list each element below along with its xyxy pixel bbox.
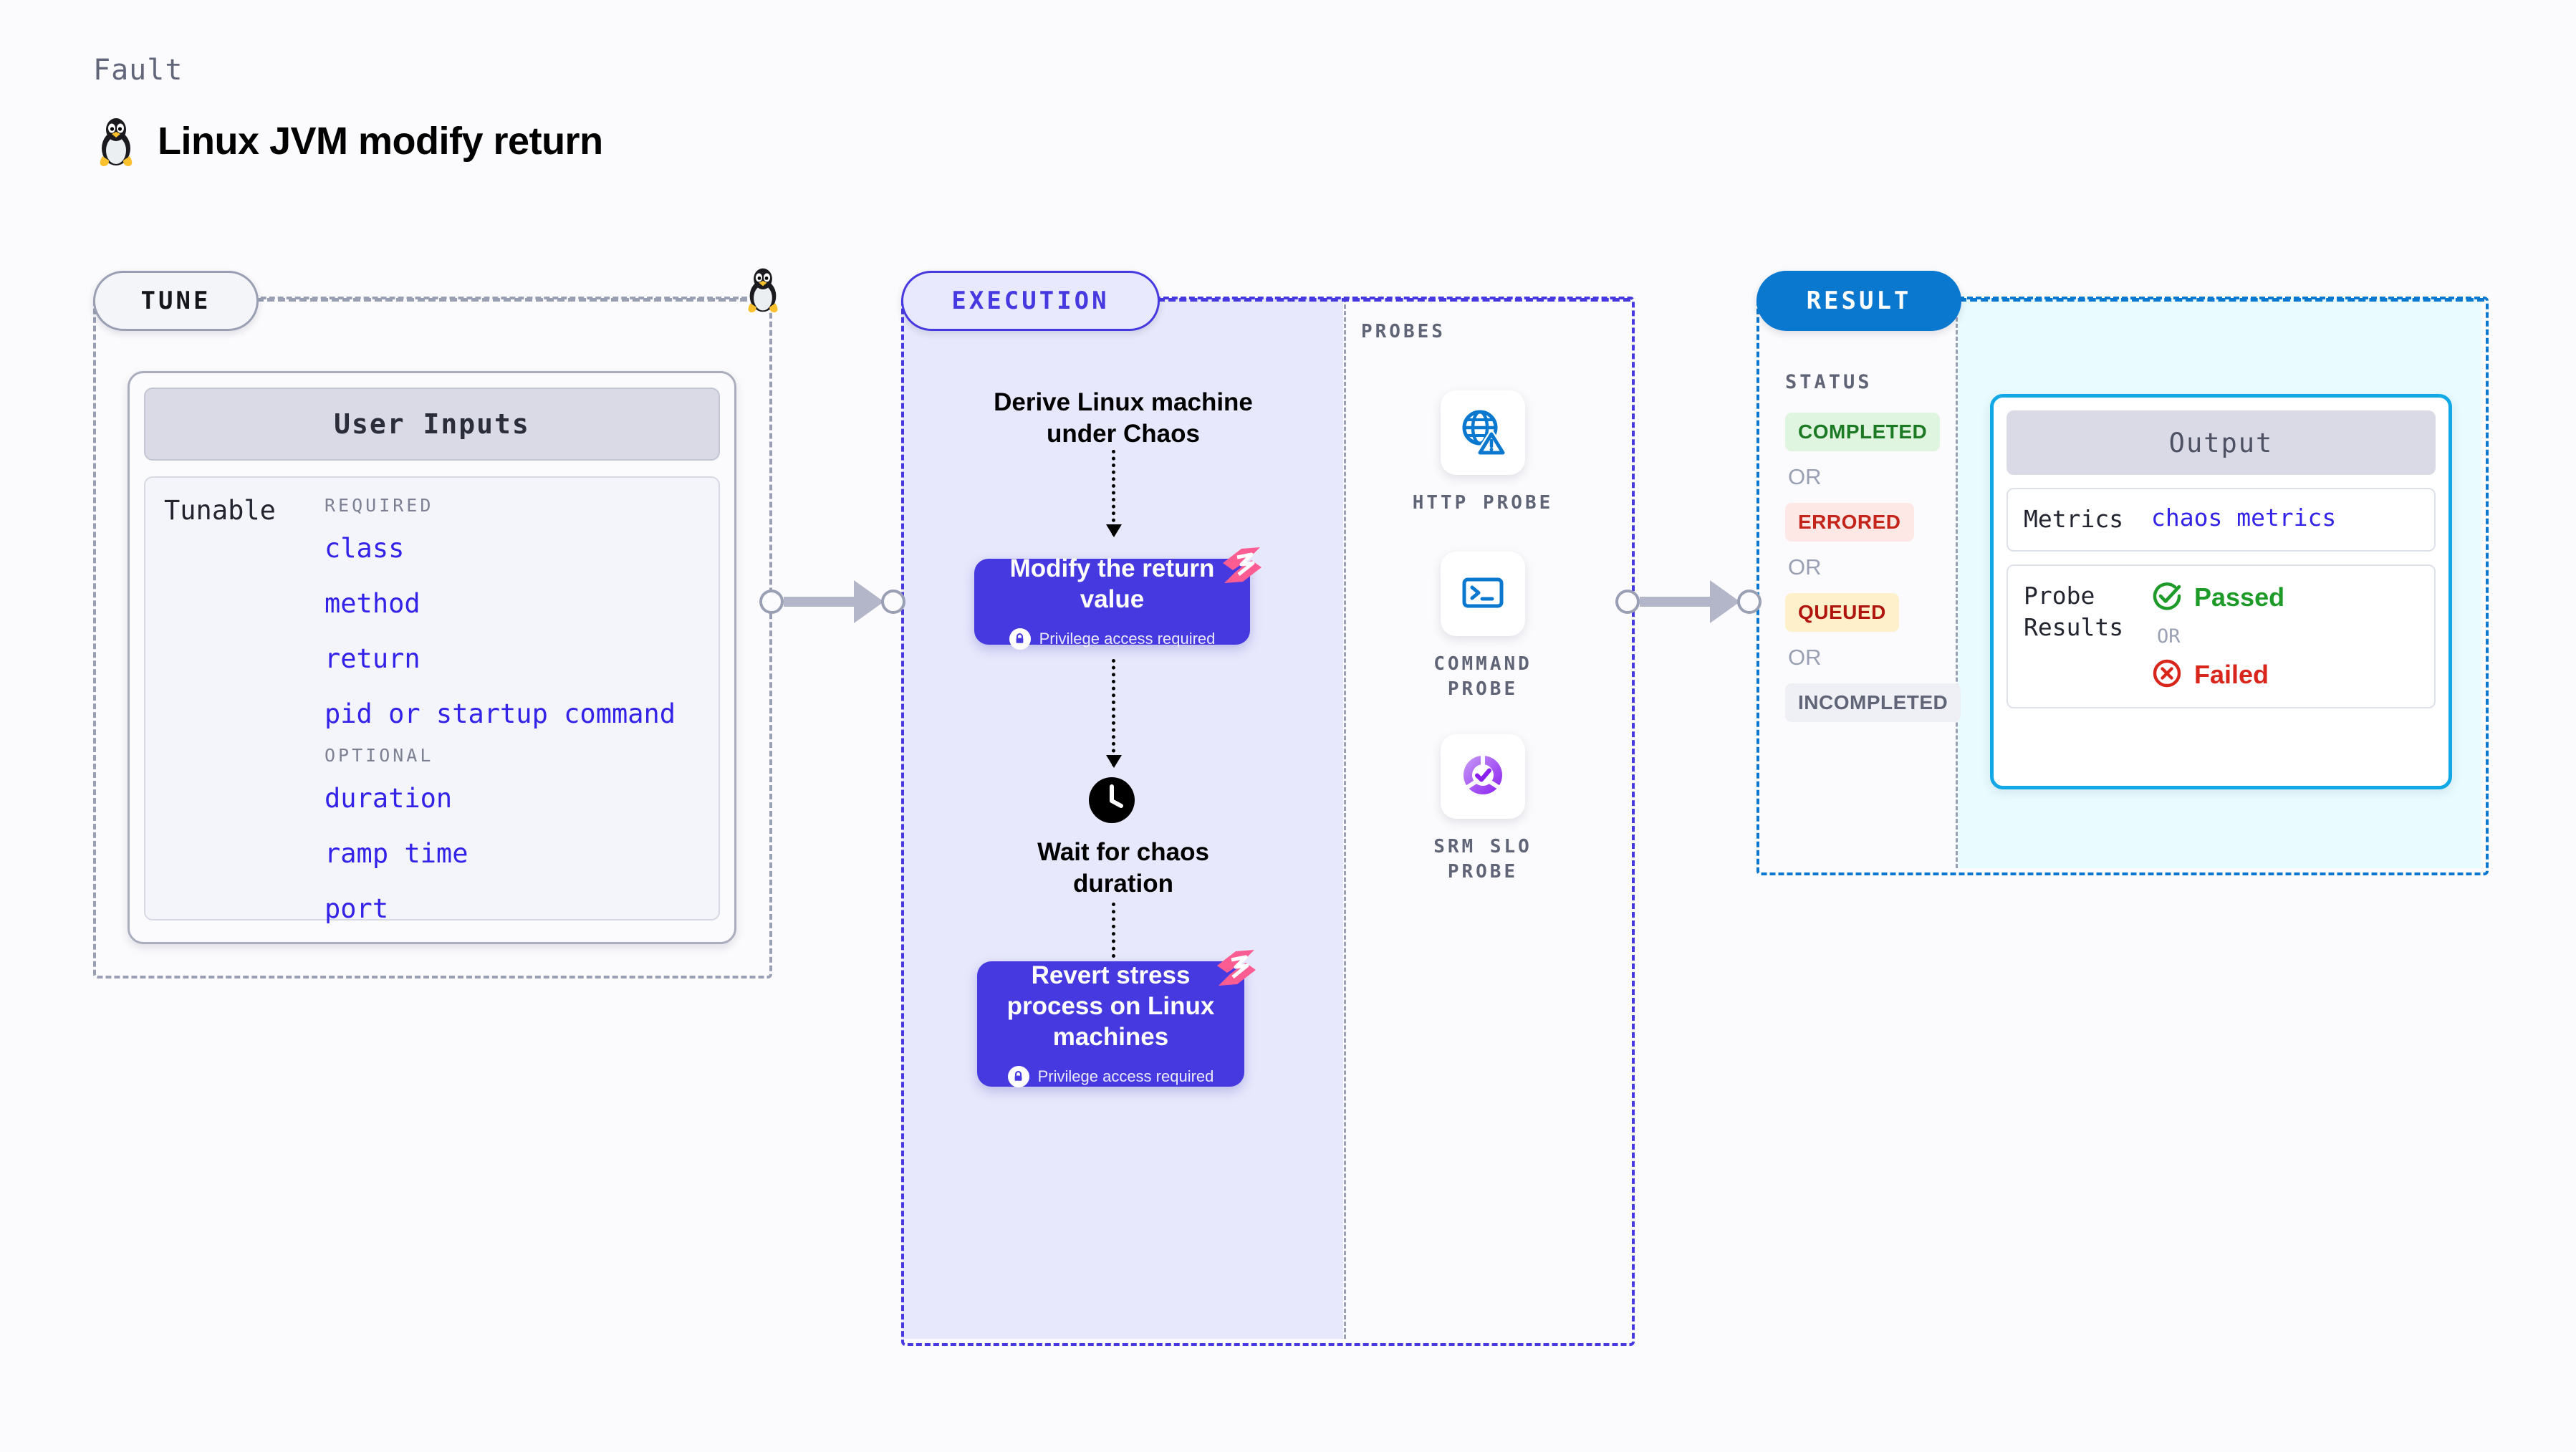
probe-tile xyxy=(1441,734,1525,819)
failed-label: Failed xyxy=(2194,660,2269,690)
execution-pill[interactable]: EXECUTION xyxy=(901,271,1160,331)
status-list: COMPLETED OR ERRORED OR QUEUED OR INCOMP… xyxy=(1785,413,1961,722)
probe-srm-slo[interactable]: SRM SLO PROBE xyxy=(1397,734,1569,885)
privilege-row: Privilege access required xyxy=(1009,628,1216,650)
arrow-end-dot xyxy=(1737,590,1762,614)
chaos-badge-icon xyxy=(1220,543,1264,591)
status-badge-errored: ERRORED xyxy=(1785,503,1914,542)
arrow-start-dot xyxy=(1615,590,1640,614)
result-pill[interactable]: RESULT xyxy=(1756,271,1961,331)
status-or-3: OR xyxy=(1788,645,1822,670)
arrow-head xyxy=(1710,580,1740,623)
clock-icon xyxy=(1087,776,1136,828)
lock-icon xyxy=(1007,1065,1029,1087)
execution-step-derive-machine: Derive Linux machine under Chaos xyxy=(994,388,1253,448)
arrow-shaft xyxy=(784,597,855,607)
tunable-row-label: Tunable xyxy=(164,495,276,526)
fault-eyebrow-label: Fault xyxy=(93,54,183,87)
check-circle-icon xyxy=(2151,580,2183,615)
srm-slo-icon xyxy=(1459,751,1506,802)
probes-divider xyxy=(1344,298,1346,1339)
probe-result-failed: Failed xyxy=(2151,658,2434,693)
group-label-optional: OPTIONAL xyxy=(325,745,434,766)
arrow-start-dot xyxy=(759,590,784,614)
globe-warning-icon xyxy=(1458,407,1507,459)
status-or-1: OR xyxy=(1788,464,1822,489)
probe-result-passed: Passed xyxy=(2151,580,2434,615)
tunable-item-duration[interactable]: duration xyxy=(325,783,453,814)
metrics-label: Metrics xyxy=(2024,505,2124,533)
privilege-text: Privilege access required xyxy=(1039,629,1216,648)
status-badge-incompleted: INCOMPLETED xyxy=(1785,683,1961,722)
output-probe-results-row: Probe Results Passed OR xyxy=(2007,564,2436,708)
tunable-item-class[interactable]: class xyxy=(325,533,405,564)
page-title-row: Linux JVM modify return xyxy=(93,115,603,168)
output-metrics-row: Metrics chaos metrics xyxy=(2007,488,2436,552)
execution-connector-1 xyxy=(1106,450,1122,537)
linux-penguin-icon xyxy=(93,115,139,168)
lock-icon xyxy=(1009,628,1031,650)
probe-command[interactable]: COMMAND PROBE xyxy=(1397,552,1569,702)
x-circle-icon xyxy=(2151,658,2183,693)
output-header: Output xyxy=(2007,410,2436,475)
tunable-item-method[interactable]: method xyxy=(325,588,420,619)
execution-to-result-arrow xyxy=(1615,580,1762,623)
terminal-icon xyxy=(1459,569,1506,620)
execution-box-title: Revert stress process on Linux machines xyxy=(1006,961,1215,1051)
probe-results-label: Probe Results xyxy=(2024,581,2124,642)
linux-penguin-marker-icon xyxy=(741,265,784,317)
execution-step-wait-for-chaos-duration: Wait for chaos duration xyxy=(1037,838,1209,898)
arrow-end-dot xyxy=(881,590,905,614)
execution-step-revert-stress-process[interactable]: Revert stress process on Linux machines … xyxy=(977,950,1256,1087)
probes-section-label: PROBES xyxy=(1361,321,1446,342)
result-header-line xyxy=(1959,298,2484,302)
tune-pill[interactable]: TUNE xyxy=(93,271,259,331)
arrow-shaft xyxy=(1640,597,1711,607)
tunable-item-pid-or-startup-command[interactable]: pid or startup command xyxy=(325,698,676,729)
execution-connector-2 xyxy=(1106,659,1122,768)
status-badge-queued: QUEUED xyxy=(1785,593,1899,632)
execution-header-line xyxy=(1158,298,1630,302)
tunable-item-ramp-time[interactable]: ramp time xyxy=(325,838,468,869)
tunable-item-return[interactable]: return xyxy=(325,643,420,674)
user-inputs-body: Tunable REQUIRED class method return pid… xyxy=(144,476,720,924)
tune-header-line xyxy=(256,298,758,302)
result-status-divider xyxy=(1956,298,1958,868)
page-title: Linux JVM modify return xyxy=(158,120,603,163)
tune-to-execution-arrow xyxy=(759,580,905,623)
arrow-head xyxy=(854,580,884,623)
probe-result-or: OR xyxy=(2157,625,2181,648)
passed-label: Passed xyxy=(2194,582,2285,612)
output-card: Output Metrics chaos metrics Probe Resul… xyxy=(1990,394,2452,789)
status-badge-completed: COMPLETED xyxy=(1785,413,1941,451)
probe-http[interactable]: HTTP PROBE xyxy=(1397,390,1569,516)
status-or-2: OR xyxy=(1788,554,1822,580)
chaos-badge-icon xyxy=(1214,946,1259,994)
tunable-list: REQUIRED class method return pid or star… xyxy=(325,495,719,924)
probe-caption: HTTP PROBE xyxy=(1412,492,1554,514)
user-inputs-header: User Inputs xyxy=(144,388,720,461)
tunable-item-port[interactable]: port xyxy=(325,893,389,924)
user-inputs-card: User Inputs Tunable REQUIRED class metho… xyxy=(128,371,736,944)
execution-box-title: Modify the return value xyxy=(1009,554,1215,613)
group-label-required: REQUIRED xyxy=(325,495,434,516)
metrics-value[interactable]: chaos metrics xyxy=(2151,504,2337,532)
probe-caption: COMMAND PROBE xyxy=(1433,653,1532,701)
execution-step-modify-return-value[interactable]: Modify the return value Privilege access… xyxy=(974,547,1261,650)
probe-results-values: Passed OR Failed xyxy=(2151,580,2434,693)
status-section-label: STATUS xyxy=(1785,371,1873,393)
probe-caption: SRM SLO PROBE xyxy=(1433,836,1532,883)
privilege-text: Privilege access required xyxy=(1037,1067,1214,1085)
privilege-row: Privilege access required xyxy=(1007,1065,1214,1087)
probe-tile xyxy=(1441,552,1525,636)
probe-tile xyxy=(1441,390,1525,475)
